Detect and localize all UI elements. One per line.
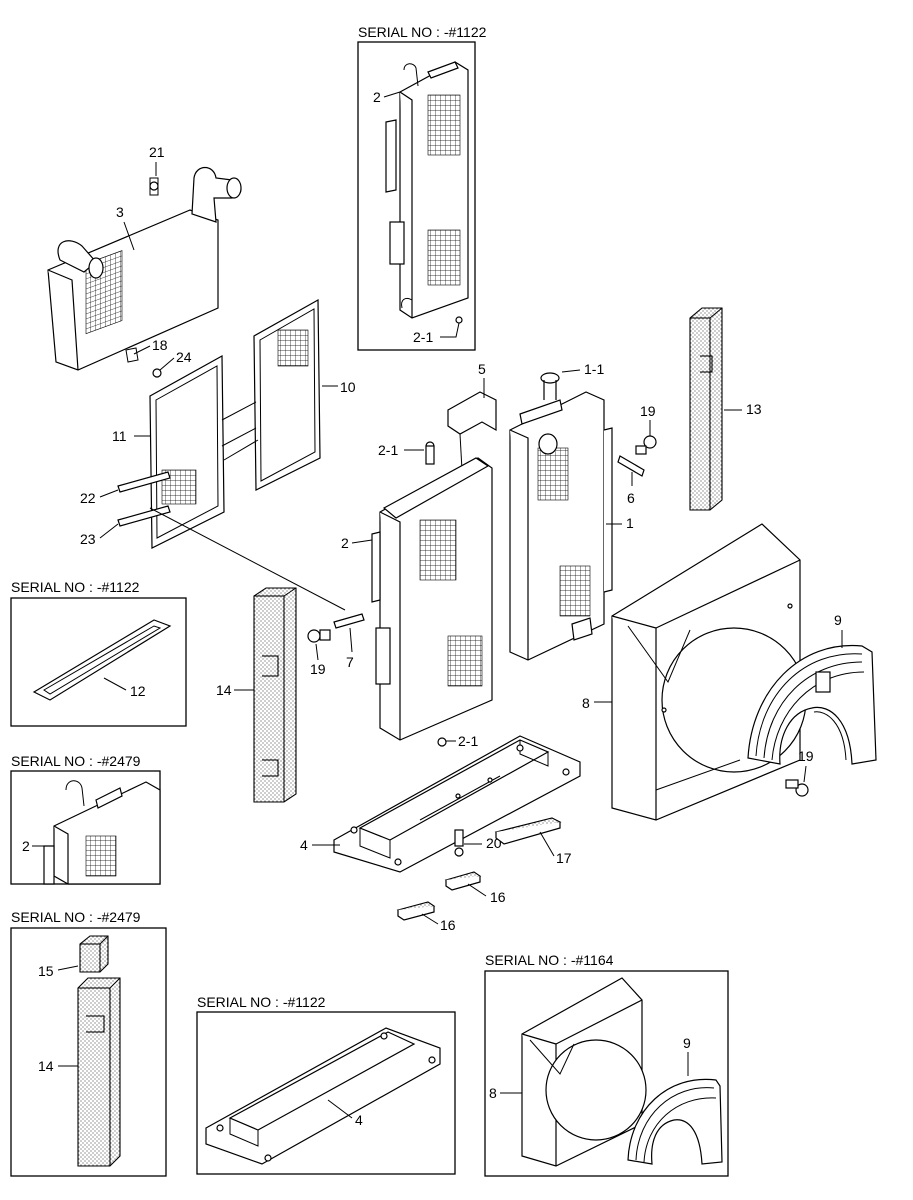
fan-shroud-8 [611, 523, 807, 821]
label-24: 24 [176, 349, 192, 365]
label-16-a: 16 [490, 889, 506, 905]
label-6: 6 [627, 490, 635, 506]
label-3: 3 [116, 204, 124, 220]
screen-11 [149, 354, 259, 549]
serial-label-frame: SERIAL NO : -#1122 [197, 994, 326, 1010]
label-19-upper: 19 [640, 403, 656, 419]
label-4: 4 [300, 837, 308, 853]
label-11: 11 [112, 428, 127, 444]
fan-guard-9 [747, 644, 877, 765]
pad-16-b [396, 901, 436, 921]
label-2-inset-2479: 2 [22, 838, 30, 854]
label-8-inset: 8 [489, 1085, 497, 1101]
radiator-2-center [371, 441, 493, 747]
label-8: 8 [582, 695, 590, 711]
inset-serial-1122-gasket: SERIAL NO : -#1122 12 [10, 579, 187, 727]
inset-serial-2479-radiator: SERIAL NO : -#2479 2 [10, 753, 161, 885]
inset-serial-1164-shroud: SERIAL NO : -#1164 8 9 [484, 952, 729, 1177]
label-2-mid: 2 [341, 535, 349, 551]
label-14: 14 [216, 682, 232, 698]
bolt-19-upper [635, 435, 657, 455]
intercooler-3 [47, 166, 242, 378]
label-21: 21 [149, 144, 165, 160]
label-2-1-inset-top: 2-1 [413, 329, 433, 345]
brackets-22-23 [117, 471, 346, 611]
label-10: 10 [340, 379, 356, 395]
bracket-5 [447, 391, 497, 471]
bolt-19-lower [785, 779, 809, 797]
label-23: 23 [80, 531, 96, 547]
label-16-b: 16 [440, 917, 456, 933]
pad-17 [494, 817, 562, 845]
serial-label-gasket: SERIAL NO : -#1122 [11, 579, 140, 595]
seal-14 [253, 587, 297, 803]
label-13: 13 [746, 401, 762, 417]
label-14-inset: 14 [38, 1058, 54, 1074]
label-9-inset: 9 [683, 1035, 691, 1051]
label-17: 17 [556, 850, 572, 866]
radiator-1 [509, 372, 613, 661]
serial-label-1164: SERIAL NO : -#1164 [485, 952, 614, 968]
label-18: 18 [152, 337, 168, 353]
inset-serial-1122-top: SERIAL NO : -#1122 2 2-1 [357, 24, 487, 351]
label-2-inset-top: 2 [373, 89, 381, 105]
bolt-20 [454, 829, 464, 857]
label-15: 15 [38, 963, 54, 979]
serial-label-top: SERIAL NO : -#1122 [358, 24, 487, 40]
base-frame-4 [333, 735, 581, 873]
radiator-side-2-inset-top [385, 61, 469, 324]
inset-serial-1122-frame: SERIAL NO : -#1122 4 [196, 994, 456, 1175]
label-22: 22 [80, 490, 96, 506]
label-7: 7 [346, 654, 354, 670]
label-9: 9 [834, 612, 842, 628]
label-1-1: 1-1 [584, 361, 604, 377]
pad-16-a [444, 871, 482, 891]
label-1: 1 [626, 515, 634, 531]
serial-label-2479-a: SERIAL NO : -#2479 [11, 753, 141, 769]
bracket-6 [617, 455, 645, 477]
label-19-left: 19 [310, 661, 326, 677]
label-19-lower: 19 [798, 748, 814, 764]
serial-label-2479-b: SERIAL NO : -#2479 [11, 909, 141, 925]
inset-serial-2479-seal: SERIAL NO : -#2479 15 14 [10, 909, 167, 1177]
screen-10 [253, 298, 321, 491]
label-4-inset: 4 [355, 1112, 363, 1128]
bracket-7 [333, 613, 365, 629]
label-5: 5 [478, 361, 486, 377]
bolt-19-left [307, 629, 331, 643]
seal-13 [689, 307, 723, 511]
label-12: 12 [130, 683, 146, 699]
label-2-1-low: 2-1 [458, 733, 478, 749]
label-2-1-mid: 2-1 [378, 442, 398, 458]
